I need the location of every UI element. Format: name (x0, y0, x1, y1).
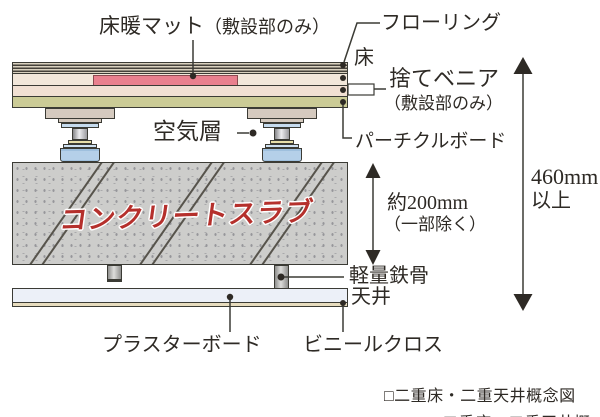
arrow-head-down (513, 294, 533, 311)
arrow-head-up (513, 57, 533, 74)
vinyl-cloth-layer (12, 302, 348, 307)
label-total-height-note: 以上 (531, 190, 571, 212)
label-sacrificial-plywood-note: （敷設部のみ） (384, 94, 503, 113)
label-heating-mat: 床暖マット（敷設部のみ） (99, 14, 330, 38)
label-air-layer: 空気層 (153, 119, 222, 144)
label-slab-thickness: 約200mm (387, 192, 469, 214)
floor-support-leg-right (247, 108, 317, 162)
label-light-steel: 軽量鉄骨 (349, 265, 429, 287)
caption-diagram-note: □二重床・二重天井概念図 (384, 388, 576, 405)
label-vinyl-cloth: ビニールクロス (303, 334, 443, 356)
arrow-head-up (365, 163, 381, 178)
concrete-slab: コンクリートスラブ (12, 162, 348, 265)
hanger-rod-right (274, 265, 289, 290)
plaster-board (12, 288, 348, 303)
label-sacrificial-plywood: 捨てベニア (389, 66, 500, 91)
label-flooring: フローリング (381, 12, 501, 34)
label-particle-board: パーチクルボード (355, 131, 507, 152)
label-total-height: 460mm (531, 164, 599, 189)
hanger-rod-left (107, 265, 122, 282)
floor-assembly (12, 62, 348, 108)
floor-support-leg-left (45, 108, 115, 162)
label-slab-thickness-note: （一部除く） (384, 215, 486, 234)
label-floor: 床 (354, 47, 374, 69)
caption-diagram-note-clipped: □二重床・二重天井概念図 (432, 409, 600, 417)
arrow-head-down (365, 250, 381, 265)
particle-board-layer (12, 96, 348, 108)
label-ceiling: 天井 (351, 286, 391, 308)
label-plaster-board: プラスターボード (102, 334, 262, 356)
sute-beniya-pointer-box (347, 83, 375, 96)
